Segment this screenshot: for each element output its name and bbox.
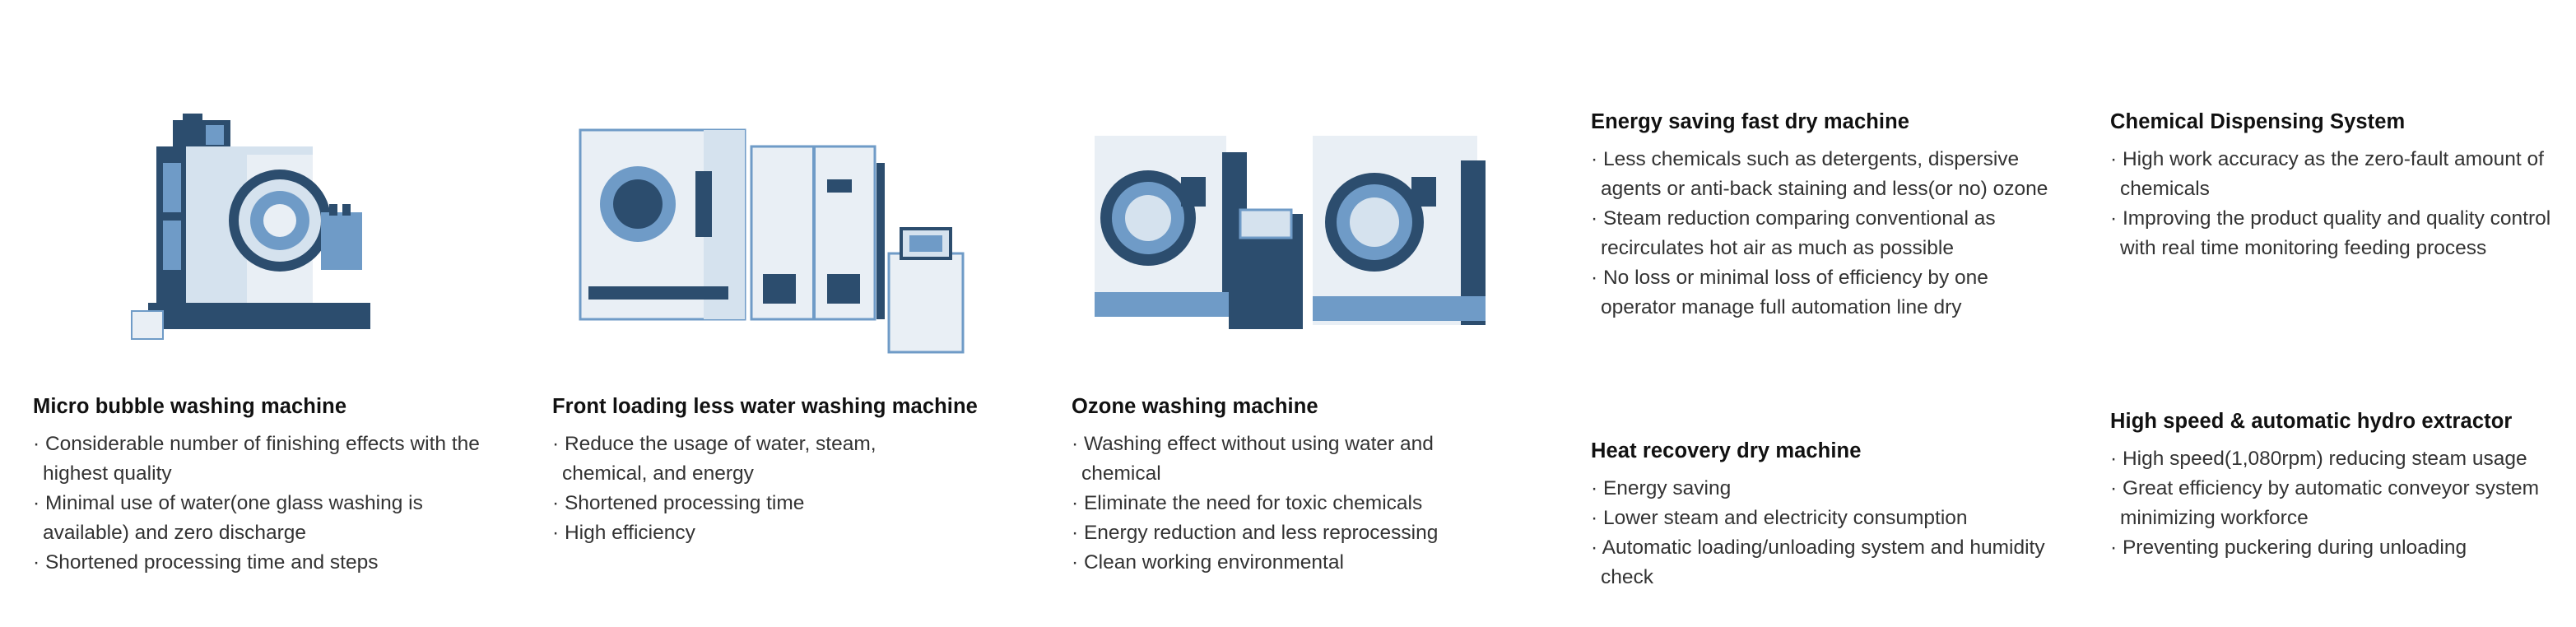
- machine-title: High speed & automatic hydro extractor: [2110, 410, 2513, 433]
- machine-title: Heat recovery dry machine: [1591, 439, 1862, 462]
- feature-item: Preventing puckering during unloading: [2110, 533, 2555, 563]
- feature-list: Energy saving Lower steam and electricit…: [1591, 474, 2052, 592]
- feature-item: Steam reduction comparing conventional a…: [1591, 204, 2052, 263]
- feature-item: Eliminate the need for toxic chemicals: [1072, 489, 1500, 518]
- feature-item: Shortened processing time: [552, 489, 939, 518]
- feature-list: Reduce the usage of water, steam, chemic…: [552, 430, 939, 548]
- micro-bubble-washer-illustration: [123, 114, 379, 348]
- feature-list: Washing effect without using water and c…: [1072, 430, 1500, 578]
- feature-item: Considerable number of finishing effects…: [33, 430, 494, 489]
- machine-title: Energy saving fast dry machine: [1591, 110, 1910, 133]
- feature-item: High efficiency: [552, 518, 939, 548]
- feature-item: High speed(1,080rpm) reducing steam usag…: [2110, 444, 2555, 474]
- front-loading-washer-illustration: [572, 122, 975, 365]
- machine-title: Front loading less water washing machine: [552, 395, 978, 418]
- feature-item: Energy saving: [1591, 474, 2052, 504]
- feature-item: Washing effect without using water and c…: [1072, 430, 1500, 489]
- machine-title: Ozone washing machine: [1072, 395, 1318, 418]
- feature-list: High speed(1,080rpm) reducing steam usag…: [2110, 444, 2555, 563]
- feature-list: Considerable number of finishing effects…: [33, 430, 494, 578]
- feature-item: Lower steam and electricity consumption: [1591, 504, 2052, 533]
- machine-title: Micro bubble washing machine: [33, 395, 347, 418]
- feature-list: High work accuracy as the zero-fault amo…: [2110, 145, 2555, 263]
- feature-item: Reduce the usage of water, steam, chemic…: [552, 430, 939, 489]
- feature-list: Less chemicals such as detergents, dispe…: [1591, 145, 2052, 323]
- feature-item: Clean working environmental: [1072, 548, 1500, 578]
- feature-item: Great efficiency by automatic conveyor s…: [2110, 474, 2555, 533]
- machine-title: Chemical Dispensing System: [2110, 110, 2406, 133]
- feature-item: Shortened processing time and steps: [33, 548, 494, 578]
- feature-item: High work accuracy as the zero-fault amo…: [2110, 145, 2555, 204]
- feature-item: Improving the product quality and qualit…: [2110, 204, 2555, 263]
- feature-item: Automatic loading/unloading system and h…: [1591, 533, 2052, 592]
- feature-item: No loss or minimal loss of efficiency by…: [1591, 263, 2052, 323]
- feature-item: Less chemicals such as detergents, dispe…: [1591, 145, 2052, 204]
- feature-item: Minimal use of water(one glass washing i…: [33, 489, 494, 548]
- ozone-washer-illustration: [1090, 128, 1502, 362]
- feature-item: Energy reduction and less reprocessing: [1072, 518, 1500, 548]
